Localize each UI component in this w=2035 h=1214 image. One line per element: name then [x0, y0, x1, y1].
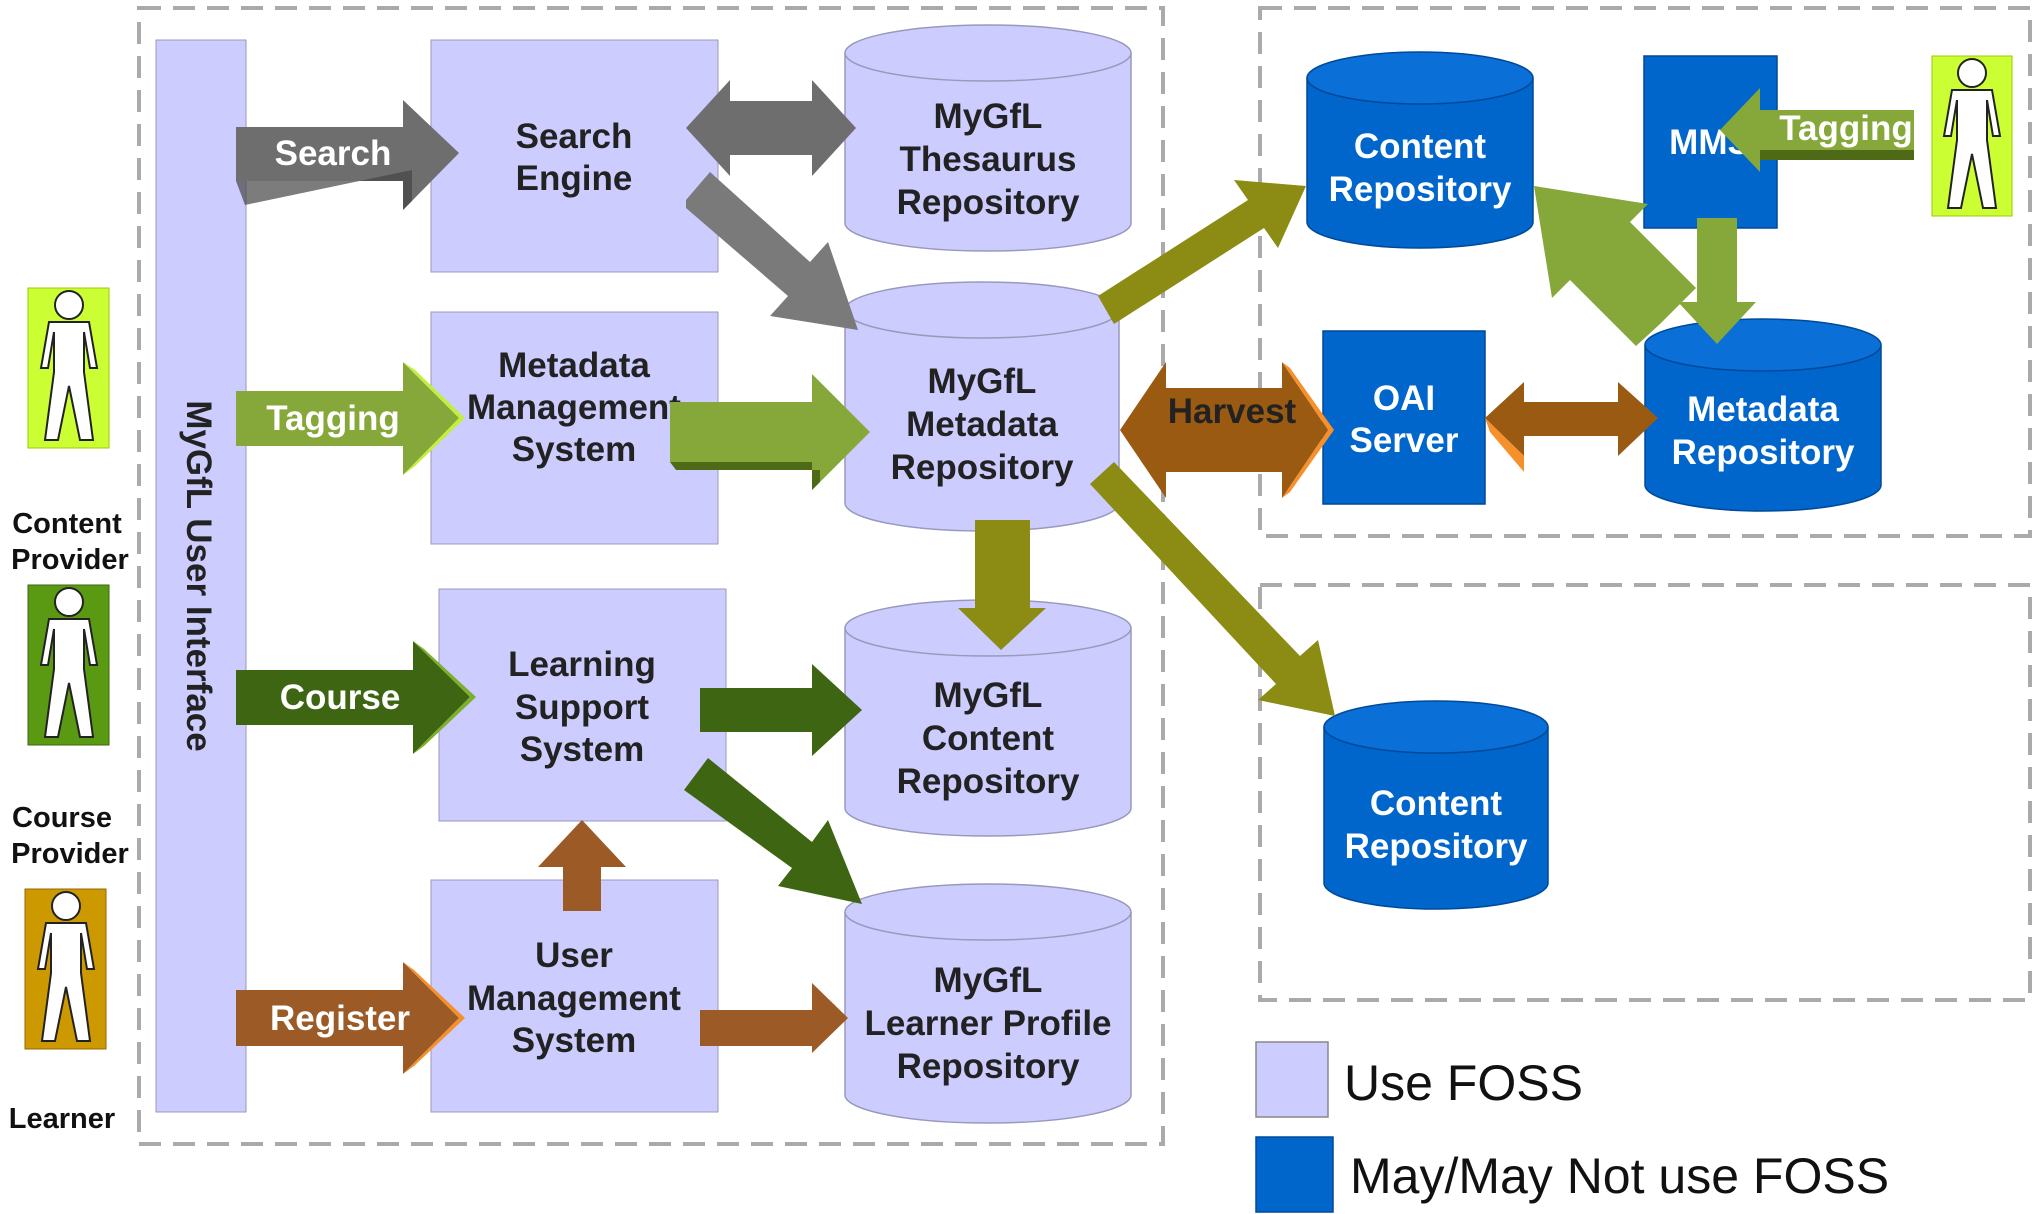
metadata-to-ext-content-bottom-arrow	[1090, 462, 1335, 716]
legend-label-maybe: May/May Not use FOSS	[1350, 1148, 1889, 1204]
external-top-frame	[1258, 6, 2032, 538]
svg-text:Learner: Learner	[9, 1103, 115, 1135]
svg-text:Tagging: Tagging	[266, 399, 400, 438]
legend: Use FOSS May/May Not use FOSS	[1255, 1041, 1889, 1213]
harvest-double-arrow: Harvest	[1120, 362, 1334, 498]
metadata-to-ext-content-arrow	[1098, 180, 1306, 324]
user-interface-bar	[155, 39, 247, 1113]
tagging-right-arrow: Tagging	[1720, 88, 1914, 172]
svg-text:Course: Course	[280, 678, 401, 717]
user-to-lss-arrow	[538, 820, 626, 911]
legend-swatch-maybe	[1255, 1136, 1334, 1213]
svg-text:Search: Search	[275, 134, 392, 173]
lss-to-content-arrow	[700, 664, 862, 756]
mms-to-metadata-repo-arrow	[670, 374, 870, 490]
svg-text:Tagging: Tagging	[1779, 109, 1913, 148]
user-interface-label: MyGfL User Interface	[179, 400, 218, 751]
mms-to-metadata-down-arrow	[1678, 218, 1756, 344]
tagging-actor	[1931, 55, 2013, 217]
svg-text:Register: Register	[270, 999, 410, 1038]
legend-swatch-foss	[1255, 1041, 1329, 1118]
external-bottom-frame	[1258, 583, 2032, 1002]
search-arrow: Search	[236, 100, 459, 210]
ext-metadata-to-content-arrow	[1534, 186, 1696, 346]
legend-label-foss: Use FOSS	[1344, 1055, 1583, 1111]
mygfl-system-frame	[137, 6, 1165, 1146]
search-metadata-arrow	[686, 172, 858, 330]
svg-text:Harvest: Harvest	[1168, 392, 1297, 431]
course-arrow: Course	[236, 641, 476, 754]
register-arrow: Register	[236, 962, 465, 1074]
oai-metadata-double-arrow	[1485, 382, 1658, 472]
learner-actor: Learner	[9, 888, 115, 1135]
metadata-to-content-arrow	[958, 520, 1046, 650]
user-to-learner-profile-arrow	[700, 983, 848, 1053]
tagging-arrow: Tagging	[236, 362, 465, 475]
search-thesaurus-double-arrow	[686, 80, 856, 176]
lss-to-learner-profile-arrow	[684, 758, 862, 904]
